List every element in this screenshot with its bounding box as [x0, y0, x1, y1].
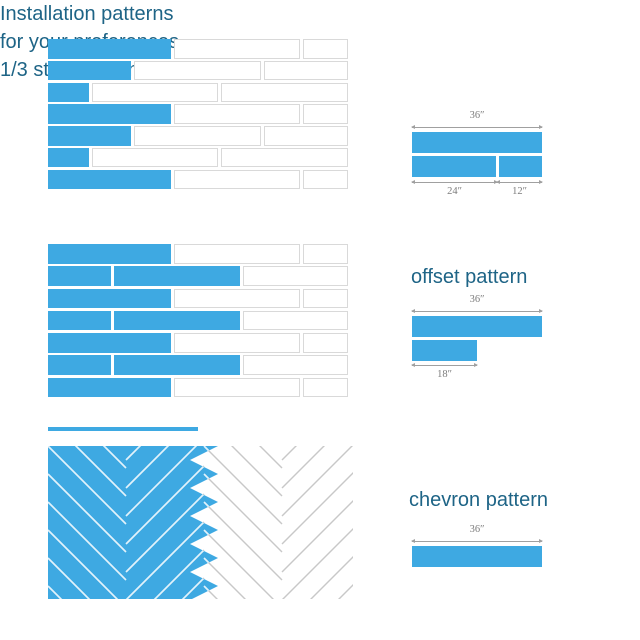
dimension-line-18in	[411, 363, 478, 367]
white-plank	[263, 60, 348, 81]
white-plank	[303, 288, 348, 308]
white-plank	[173, 39, 301, 59]
white-plank	[221, 82, 348, 102]
plank-row	[48, 333, 348, 353]
dimension-label-18in: 18″	[437, 369, 452, 380]
blue-plank	[48, 310, 112, 331]
blue-plank	[48, 333, 171, 353]
white-plank	[133, 126, 261, 146]
plank-offset-36in	[412, 316, 542, 337]
chevron-pattern-diagram	[48, 446, 353, 599]
blue-plank	[48, 169, 171, 189]
title-line-1: Installation patterns	[0, 3, 174, 25]
blue-plank	[114, 310, 241, 331]
blue-plank	[48, 147, 89, 168]
plank-row	[48, 355, 348, 375]
white-plank	[303, 244, 348, 264]
blue-plank-region	[48, 446, 218, 599]
blue-plank	[48, 104, 171, 124]
dimension-line-36in	[411, 125, 543, 129]
white-plank	[263, 126, 348, 146]
plank-row	[48, 126, 348, 146]
plank-row	[48, 104, 348, 124]
white-plank	[173, 104, 301, 124]
blue-plank	[48, 82, 89, 102]
plank-row	[48, 377, 348, 397]
blue-plank	[48, 126, 131, 146]
white-plank	[243, 266, 348, 286]
plank-row	[48, 310, 348, 331]
plank-row	[48, 169, 348, 189]
plank-36in	[412, 132, 542, 153]
blue-plank	[114, 355, 241, 375]
white-plank	[221, 147, 348, 168]
chevron-pattern-top-strip	[48, 427, 198, 431]
white-plank	[173, 377, 301, 397]
white-plank	[173, 288, 301, 308]
white-plank	[243, 355, 348, 375]
plank-offset-18in	[412, 340, 477, 361]
white-plank	[303, 39, 348, 59]
step-pattern-diagram	[48, 39, 348, 189]
chevron-pattern-heading: chevron pattern	[409, 489, 548, 511]
blue-plank	[48, 377, 171, 397]
plank-24in	[412, 156, 496, 177]
blue-plank	[48, 39, 171, 59]
plank-row	[48, 244, 348, 264]
plank-chevron-36in	[412, 546, 542, 567]
plank-12in	[499, 156, 542, 177]
dimension-label-chevron-36in: 36″	[469, 524, 485, 535]
dimension-line-offset-36in	[411, 309, 543, 313]
blue-plank	[48, 288, 171, 308]
white-plank	[303, 169, 348, 189]
white-plank	[303, 377, 348, 397]
dimension-line-24in	[411, 180, 498, 184]
plank-row	[48, 147, 348, 168]
dimension-label-offset-36in: 36″	[469, 294, 485, 305]
offset-pattern-diagram	[48, 244, 348, 397]
plank-row	[48, 266, 348, 286]
dimension-line-12in	[496, 180, 543, 184]
white-plank	[303, 333, 348, 353]
blue-plank	[114, 266, 241, 286]
plank-row	[48, 39, 348, 59]
blue-plank	[48, 266, 112, 286]
white-plank	[173, 333, 301, 353]
dimension-label-12in: 12″	[512, 186, 527, 197]
blue-plank	[48, 60, 131, 81]
plank-row	[48, 82, 348, 102]
plank-row	[48, 60, 348, 81]
blue-plank	[48, 355, 112, 375]
white-plank	[133, 60, 261, 81]
white-plank	[173, 169, 301, 189]
dimension-label-24in: 24″	[447, 186, 462, 197]
blue-plank	[48, 244, 171, 264]
dimension-label-36in: 36″	[469, 110, 485, 121]
white-plank	[303, 104, 348, 124]
white-plank	[91, 82, 219, 102]
offset-pattern-heading: offset pattern	[411, 266, 528, 288]
white-plank	[91, 147, 219, 168]
white-plank	[243, 310, 348, 331]
white-plank	[173, 244, 301, 264]
dimension-line-chevron-36in	[411, 539, 543, 543]
plank-row	[48, 288, 348, 308]
